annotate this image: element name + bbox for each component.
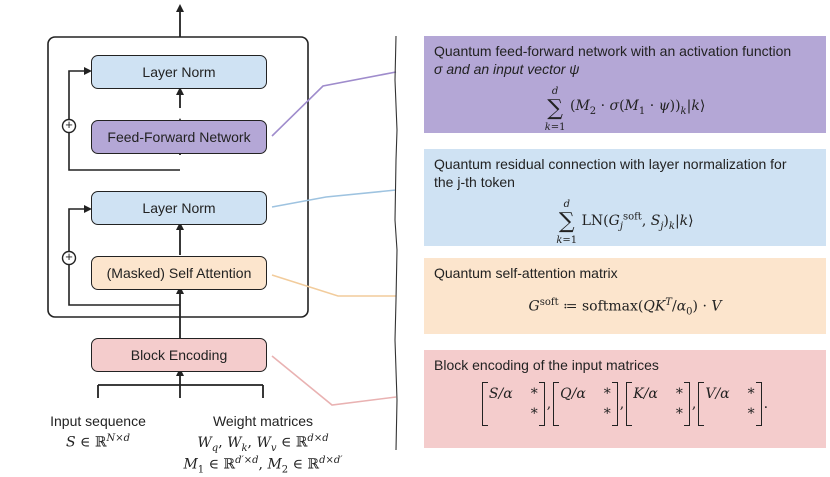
panel-ffn-formula: d∑k=1 (M2 · σ(M1 · ψ))k|k⟩ (544, 86, 706, 133)
self-attention-block: (Masked) Self Attention (91, 256, 267, 290)
weight-matrices-math-1: Wq, Wk, Wv ∈ ℝd×d (197, 433, 329, 454)
matrix-s-entry: S/α (488, 386, 513, 402)
block-encoding-block: Block Encoding (91, 338, 267, 372)
feed-forward-block: Feed-Forward Network (91, 120, 267, 154)
residual-plus-top: + (65, 117, 73, 132)
panel-residual-text-1: Quantum residual connection with layer n… (434, 156, 787, 172)
panel-attention-text: Quantum self-attention matrix (434, 265, 618, 281)
residual-plus-bottom: + (65, 249, 73, 264)
layer-norm-bottom-block: Layer Norm (91, 191, 267, 225)
panel-encoding-text: Block encoding of the input matrices (434, 357, 659, 373)
block-encoding-label: Block Encoding (130, 347, 228, 363)
panel-encoding-matrices: S/α* * , Q/α* * , K/α* * , V/α* * . (434, 382, 816, 426)
panel-residual-text-2: the j-th token (434, 174, 515, 190)
input-sequence-label: Input sequence (50, 413, 146, 429)
weight-matrices-label: Weight matrices (212, 413, 314, 429)
panel-attention: Quantum self-attention matrix Gsoft ≔ so… (424, 258, 826, 334)
panel-ffn-text-2: σ and an input vector ψ (434, 61, 580, 77)
matrix-q: Q/α* * (553, 382, 618, 426)
matrix-k: K/α* * (626, 382, 690, 426)
self-attention-label: (Masked) Self Attention (106, 265, 252, 281)
feed-forward-label: Feed-Forward Network (107, 129, 251, 145)
panel-residual-formula: d∑k=1 LN(Gjsoft, Sj)k|k⟩ (556, 199, 694, 246)
panel-ffn-text-1: Quantum feed-forward network with an act… (434, 43, 792, 59)
matrix-v-entry: V/α (705, 386, 730, 402)
matrix-s: S/α* * (481, 382, 545, 426)
layer-norm-top-block: Layer Norm (91, 55, 267, 89)
panel-residual: Quantum residual connection with layer n… (424, 149, 826, 246)
layer-norm-bottom-label: Layer Norm (142, 200, 216, 216)
transformer-frame (47, 36, 309, 318)
matrix-k-entry: K/α (633, 386, 658, 402)
input-sequence-math: S ∈ ℝN×d (65, 433, 131, 451)
weight-matrices-math-2: M1 ∈ ℝd′×d, M2 ∈ ℝd×d′ (183, 455, 343, 476)
panel-ffn: Quantum feed-forward network with an act… (424, 36, 826, 133)
panel-attention-formula: Gsoft ≔ softmax(QKT/α0) · V (528, 297, 722, 318)
panel-encoding: Block encoding of the input matrices S/α… (424, 350, 826, 448)
matrix-q-entry: Q/α (560, 386, 586, 402)
layer-norm-top-label: Layer Norm (142, 64, 216, 80)
matrix-v: V/α* * (698, 382, 762, 426)
